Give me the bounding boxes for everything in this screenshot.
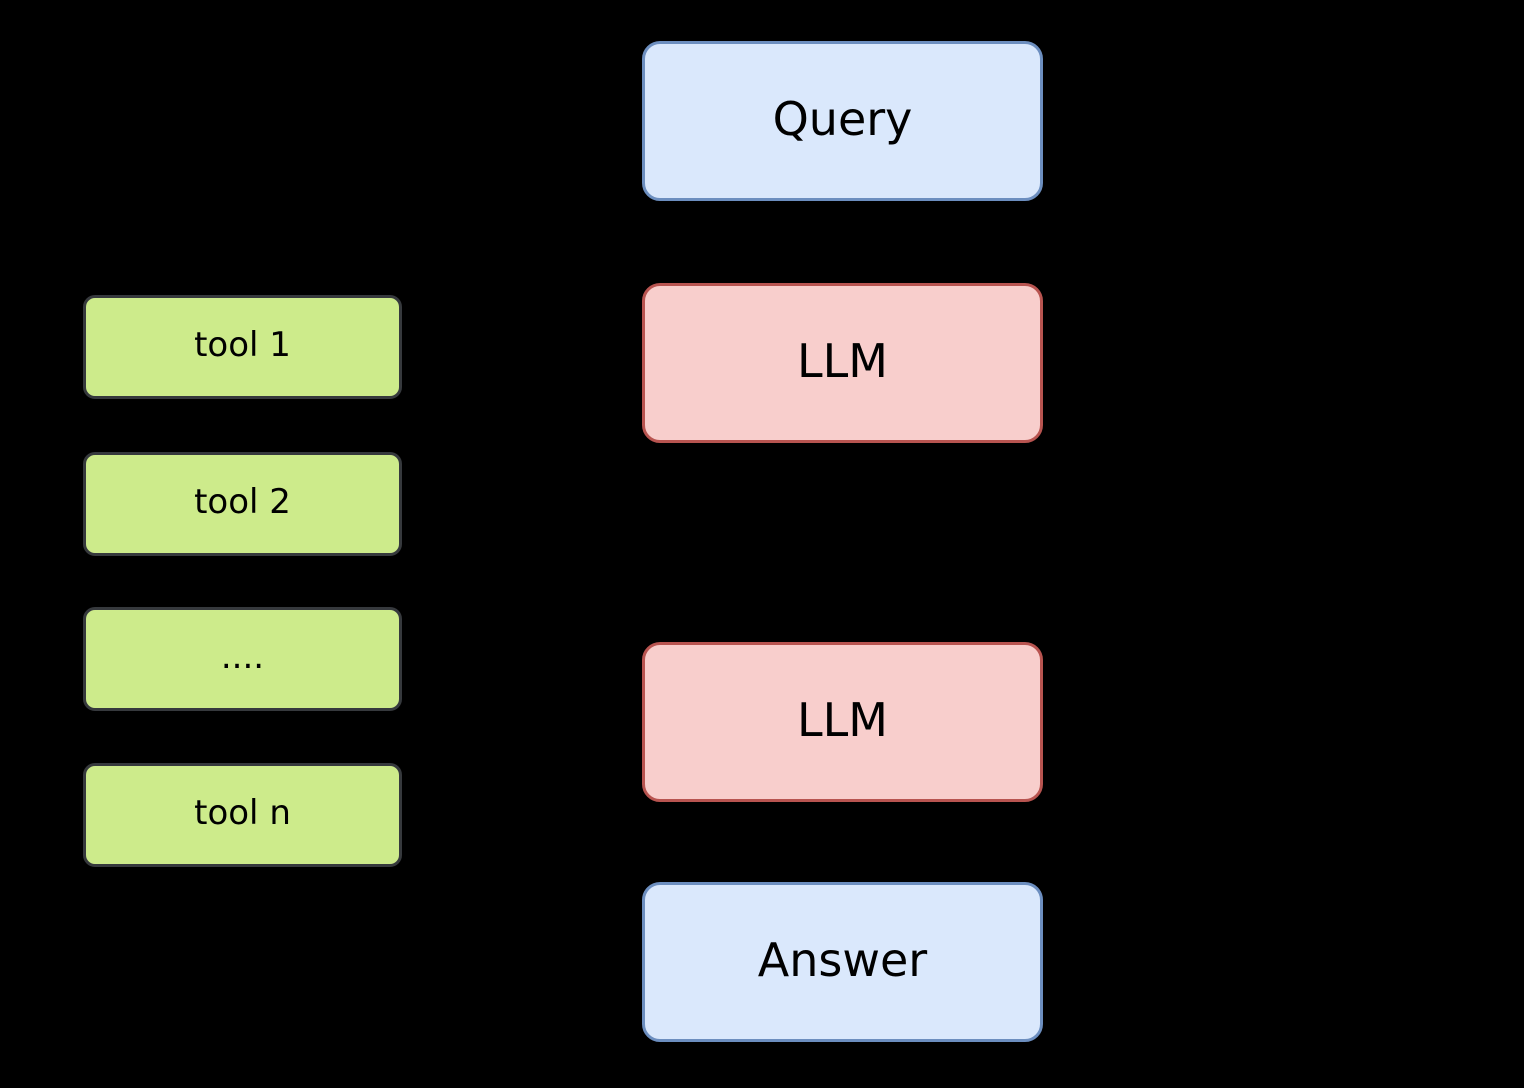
node-tool-ellipsis: .... [83,607,402,711]
node-llm-2-label: LLM [797,693,888,747]
node-llm-1-label: LLM [797,334,888,388]
node-tool-1-label: tool 1 [194,325,291,365]
node-tool-1: tool 1 [83,295,402,399]
node-tool-2-label: tool 2 [194,482,291,522]
node-answer-label: Answer [757,933,928,987]
node-tool-2: tool 2 [83,452,402,556]
node-query-label: Query [772,92,913,146]
node-llm-1: LLM [642,283,1043,443]
node-query: Query [642,41,1043,201]
node-tool-ellipsis-label: .... [220,637,265,677]
node-answer: Answer [642,882,1043,1042]
node-tool-n: tool n [83,763,402,867]
node-llm-2: LLM [642,642,1043,802]
node-tool-n-label: tool n [194,793,291,833]
